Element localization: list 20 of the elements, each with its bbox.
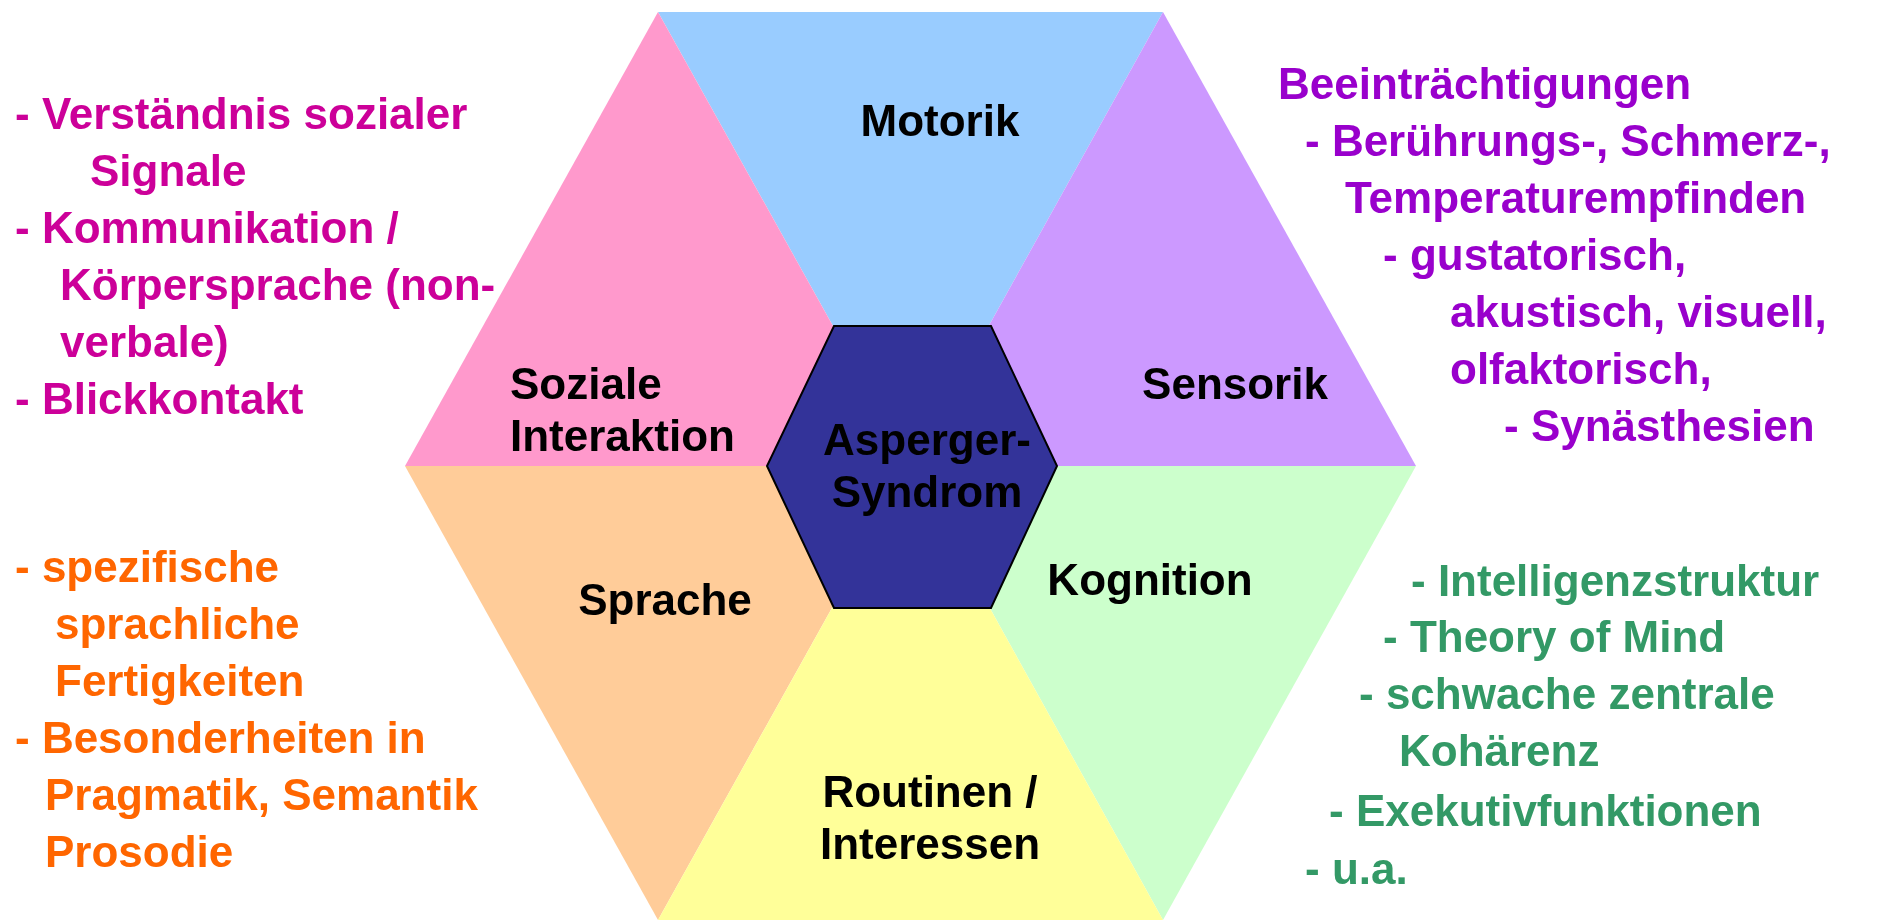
segment-label: Motorik [859,95,1021,147]
segment-label: Sprache [577,574,753,626]
segment-label: Asperger- Syndrom [822,414,1032,518]
segment-label: Soziale Interaktion [510,358,736,462]
list-item: - gustatorisch, akustisch, visuell, olfaktorisch, [1383,229,1828,395]
list-item: - spezifische sprachliche Fertigkeiten [15,541,306,707]
list-item: - Verständnis sozialer Signale [15,88,469,197]
segment-label: Routinen / Interessen [818,766,1042,870]
list-item: - u.a. [1305,843,1409,895]
list-item: - Synästhesien [1504,400,1816,452]
list-item: - Besonderheiten in Pragmatik, Semantik Prosodie [15,712,479,878]
segment-label: Kognition [1046,554,1254,606]
list-item: - Theory of Mind [1383,611,1727,663]
list-item: - schwache zentrale Kohärenz [1359,668,1776,777]
list-heading: Beeinträchtigungen [1278,58,1693,110]
list-item: - Exekutivfunktionen [1329,785,1763,837]
list-item: - Intelligenzstruktur [1411,555,1821,607]
segment-label: Sensorik [1141,358,1329,410]
list-item: - Kommunikation / Körpersprache (non-verbale) [15,202,497,368]
list-item: - Berührungs-, Schmerz-, Temperaturempfinden [1305,115,1832,224]
